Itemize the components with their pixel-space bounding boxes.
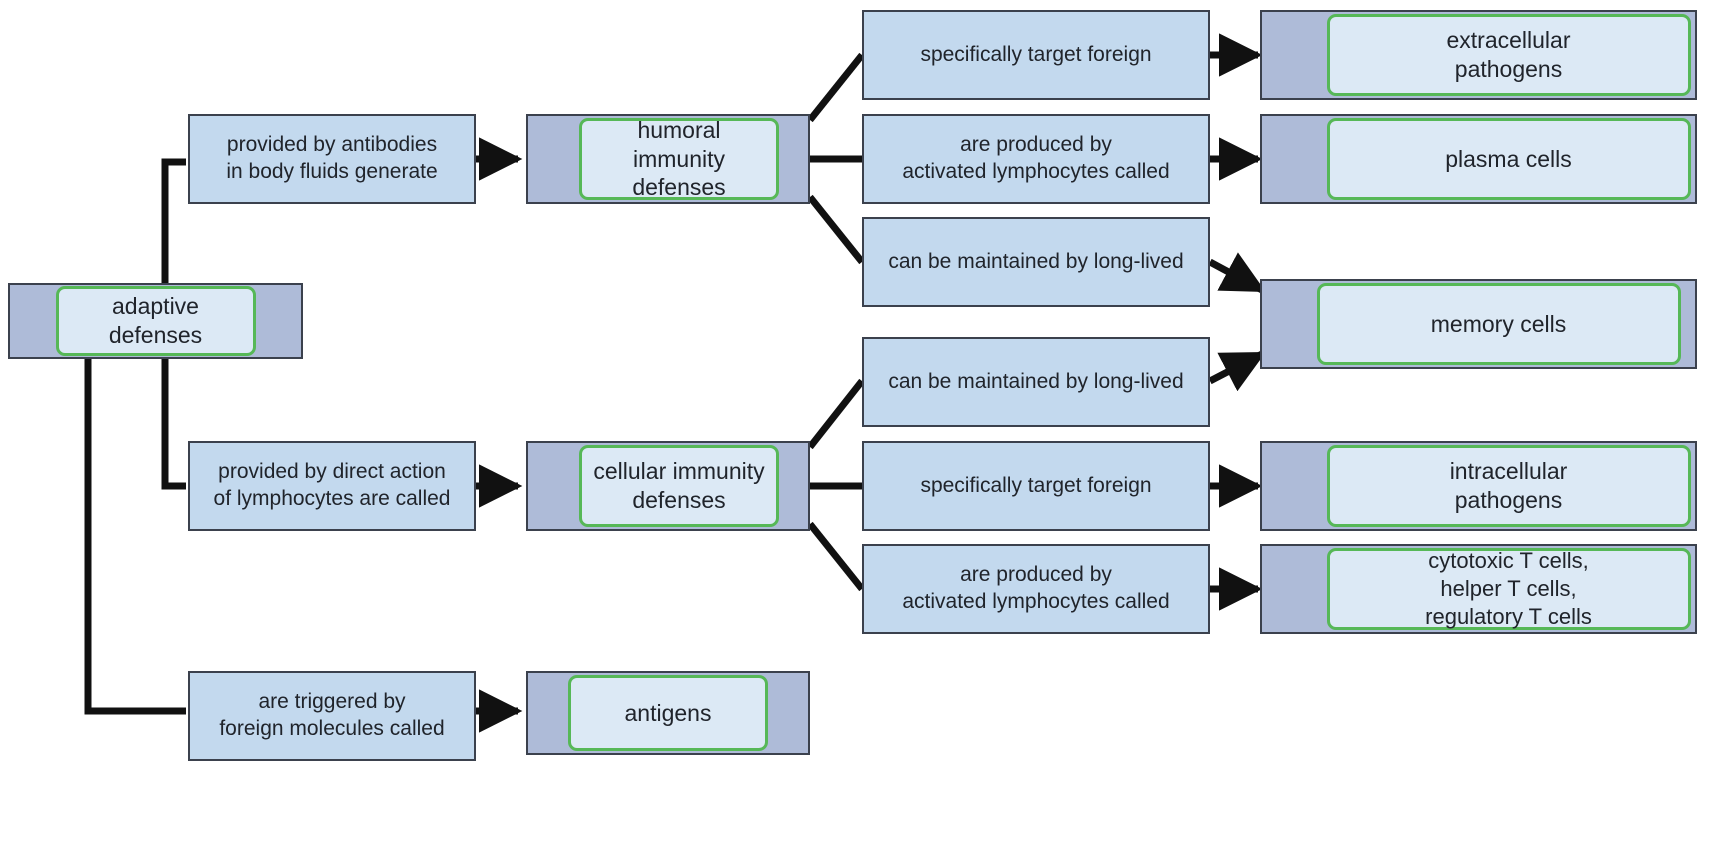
concept-memory-cells[interactable]: memory cells [1260,279,1697,369]
concept-intracellular-pathogens[interactable]: intracellular pathogens [1260,441,1697,531]
concept-adaptive-defenses[interactable]: adaptive defenses [8,283,303,359]
concept-t-cells-tile[interactable]: cytotoxic T cells, helper T cells, regul… [1326,548,1691,630]
edge-c-memory-to-memory-cells [1208,350,1266,392]
concept-plasma-cells-tile[interactable]: plasma cells [1326,118,1691,200]
concept-humoral-immunity[interactable]: humoral immunity defenses [526,114,810,204]
linker-cellular-produced-by[interactable]: are produced by activated lymphocytes ca… [862,544,1210,634]
edge-root-to-antigen-linker [84,359,186,715]
edge-humoral-to-specific [807,52,865,123]
concept-extracellular-pathogens-tile[interactable]: extracellular pathogens [1326,14,1691,96]
concept-extracellular-pathogens[interactable]: extracellular pathogens [1260,10,1697,100]
edge-cellular-to-produced [807,521,865,592]
concept-intracellular-pathogens-tile[interactable]: intracellular pathogens [1326,445,1691,527]
linker-cellular-specific-target[interactable]: specifically target foreign [862,441,1210,531]
concept-cellular-immunity[interactable]: cellular immunity defenses [526,441,810,531]
concept-memory-cells-tile[interactable]: memory cells [1316,283,1681,365]
concept-adaptive-defenses-tile[interactable]: adaptive defenses [55,286,256,356]
linker-cellular-long-lived[interactable]: can be maintained by long-lived [862,337,1210,427]
edge-cellular-to-memory [807,378,865,450]
concept-t-cells[interactable]: cytotoxic T cells, helper T cells, regul… [1260,544,1697,634]
linker-cellular-branch[interactable]: provided by direct action of lymphocytes… [188,441,476,531]
concept-plasma-cells[interactable]: plasma cells [1260,114,1697,204]
linker-humoral-produced-by[interactable]: are produced by activated lymphocytes ca… [862,114,1210,204]
linker-humoral-branch[interactable]: provided by antibodies in body fluids ge… [188,114,476,204]
edge-h-memory-to-memory-cells [1208,252,1266,294]
linker-humoral-long-lived[interactable]: can be maintained by long-lived [862,217,1210,307]
edge-root-to-humoral-linker [161,158,186,283]
concept-humoral-immunity-tile[interactable]: humoral immunity defenses [579,117,779,200]
concept-antigens-tile[interactable]: antigens [568,675,768,751]
linker-antigen-branch[interactable]: are triggered by foreign molecules calle… [188,671,476,761]
edge-humoral-to-memory [807,194,865,265]
concept-cellular-immunity-tile[interactable]: cellular immunity defenses [579,445,779,527]
linker-humoral-specific-target[interactable]: specifically target foreign [862,10,1210,100]
concept-antigens[interactable]: antigens [526,671,810,755]
